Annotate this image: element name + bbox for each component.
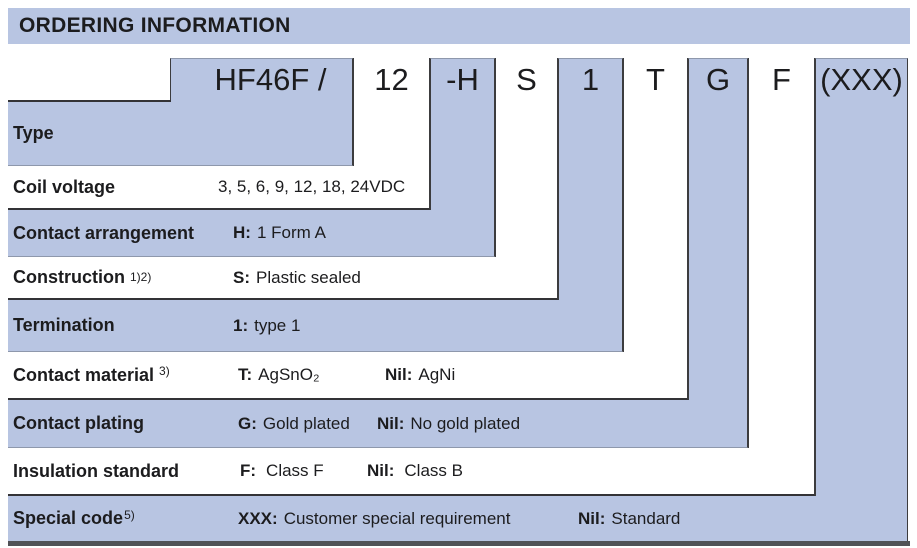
row-value: G:Gold plated <box>238 413 350 433</box>
footnote-marker: 5) <box>124 508 135 522</box>
code-col-termination <box>558 58 623 300</box>
row-insulation-standard: Insulation standard F:Class F Nil:Class … <box>8 448 815 496</box>
code-col-contact-arrangement <box>430 58 495 210</box>
row-contact-plating: Contact plating G:Gold plated Nil:No gol… <box>8 400 748 448</box>
code-col-coil-voltage <box>353 58 430 166</box>
code-segment-contact-material: T <box>646 62 665 97</box>
step-border <box>8 100 171 102</box>
bottom-rule <box>8 541 910 546</box>
row-label: Contact arrangement <box>13 222 195 243</box>
code-segment-construction: S <box>516 62 537 97</box>
code-segment-insulation: F <box>772 62 791 97</box>
row-value: S:Plastic sealed <box>233 267 361 287</box>
code-segment-type: HF46F / <box>214 62 327 97</box>
code-col-contact-plating <box>688 58 748 400</box>
row-value: T:AgSnO₂ <box>238 365 320 384</box>
code-segment-termination: 1 <box>581 62 600 97</box>
row-value: XXX:Customer special requirement <box>238 508 511 528</box>
row-label: Termination <box>13 315 115 335</box>
code-col-construction <box>495 58 558 257</box>
footnote-marker: 3) <box>159 363 170 378</box>
row-label: Contact plating <box>13 413 144 433</box>
section-header: ORDERING INFORMATION <box>8 8 910 44</box>
row-contact-arrangement: Contact arrangement H:1 Form A <box>8 210 495 257</box>
row-value: Nil:No gold plated <box>377 413 521 433</box>
code-col-hf46f <box>170 58 353 102</box>
row-value: Nil:Class B <box>367 461 463 480</box>
code-col-insulation <box>748 58 815 448</box>
row-label: Coil voltage <box>13 176 116 197</box>
row-value: Nil:Standard <box>578 508 681 528</box>
section-title: ORDERING INFORMATION <box>19 14 291 37</box>
row-label: Special code5) <box>13 508 135 528</box>
row-termination: Termination 1:type 1 <box>8 300 623 352</box>
row-label: Insulation standard <box>13 460 180 481</box>
footnote-marker: 1)2) <box>130 270 152 284</box>
code-segment-special-code: (XXX) <box>820 62 903 97</box>
code-col-special-code <box>815 58 908 496</box>
code-col-contact-material <box>623 58 688 352</box>
row-value: F:Class F <box>240 461 324 480</box>
row-type: Type <box>8 102 353 166</box>
code-segment-coil-voltage: 12 <box>374 62 409 97</box>
row-coil-voltage: Coil voltage 3, 5, 6, 9, 12, 18, 24VDC <box>8 166 430 210</box>
row-value: 1:type 1 <box>233 315 301 335</box>
row-value: 3, 5, 6, 9, 12, 18, 24VDC <box>218 177 406 196</box>
row-value: Nil:AgNi <box>385 365 456 384</box>
code-segment-contact-plating: G <box>705 62 731 97</box>
row-special-code: Special code5) XXX:Customer special requ… <box>8 496 908 541</box>
row-value: H:1 Form A <box>233 223 326 242</box>
code-segment-contact-arrangement: -H <box>446 62 479 97</box>
row-label: Type <box>13 123 54 143</box>
